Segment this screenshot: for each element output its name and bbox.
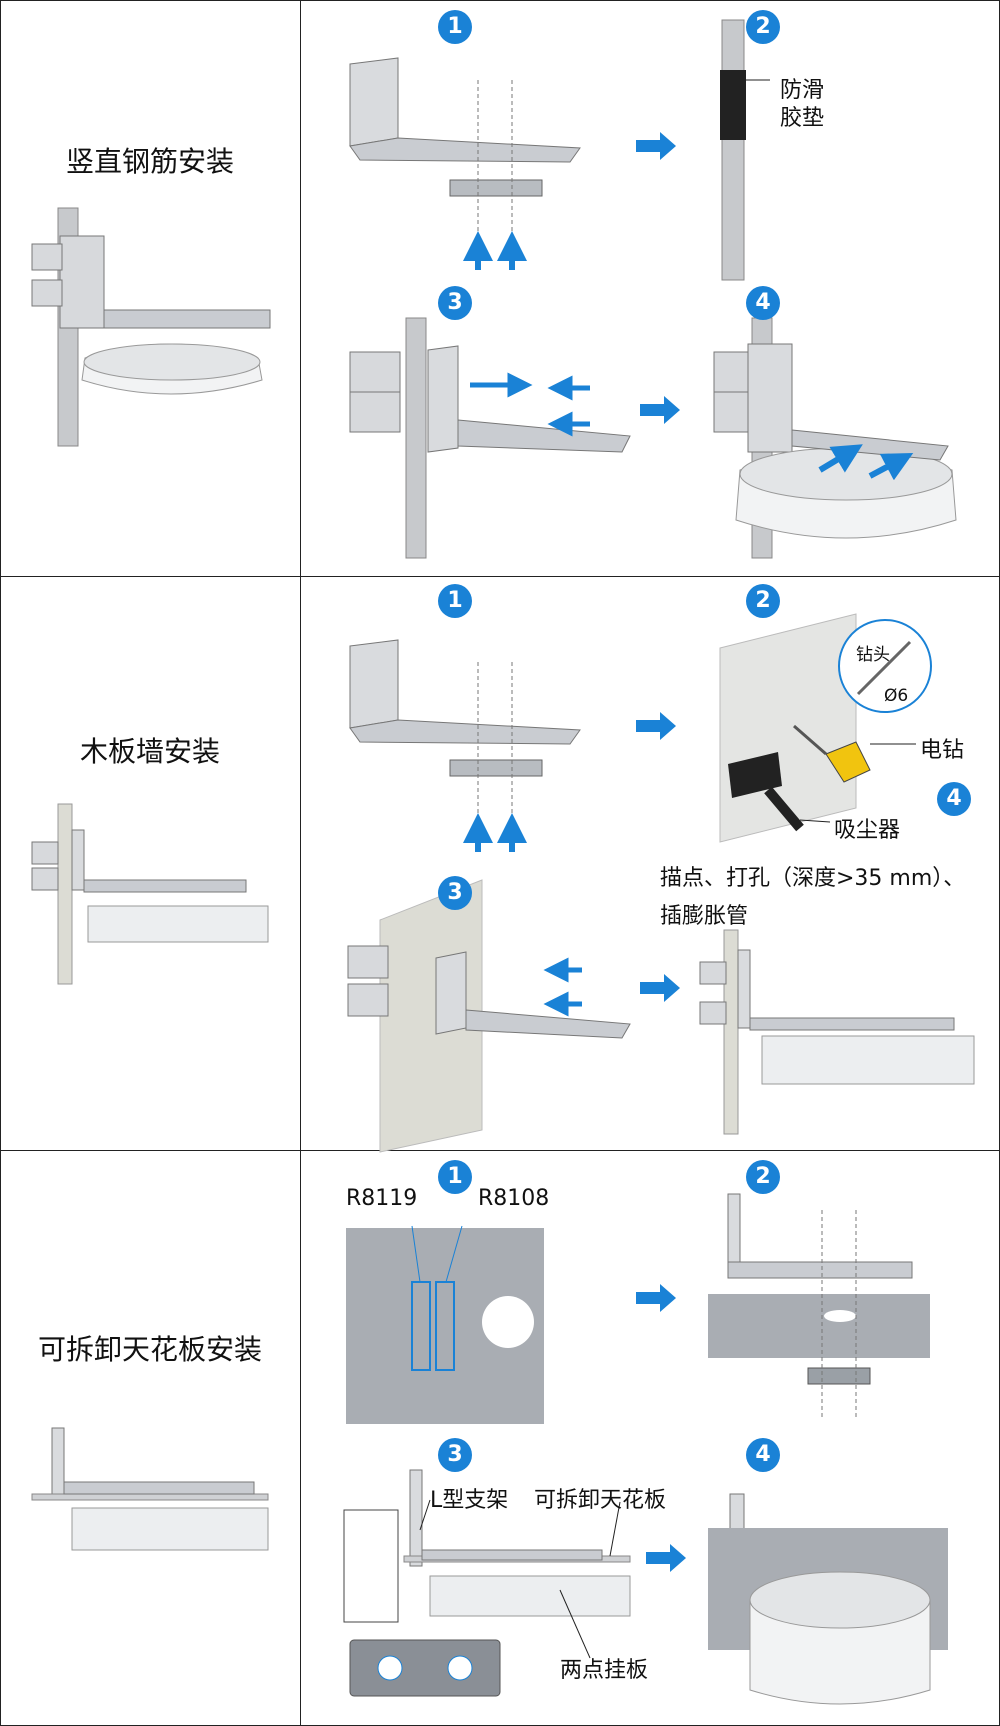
- step-badge-2: 2: [746, 1160, 780, 1194]
- section-title-wood-wall: 木板墙安装: [79, 735, 220, 768]
- ceiling-panel-template: [346, 1225, 544, 1424]
- label-drill-bit: 钻头: [856, 645, 890, 665]
- bracket-step1: [349, 639, 581, 852]
- section-title-removable-ceiling: 可拆卸天花板安装: [37, 1333, 262, 1366]
- assembled-step4: [713, 317, 957, 559]
- ceiling-assembled: [708, 1493, 948, 1705]
- ceiling-overview: [31, 1427, 269, 1551]
- step-badge-2: 2: [746, 10, 780, 44]
- step-badge-4: 4: [937, 782, 971, 816]
- arrow-right: [636, 712, 676, 740]
- arrow-right: [640, 974, 680, 1002]
- label-two-point-hanger: 两点挂板: [560, 1658, 649, 1683]
- label-model-r8108: R8108: [478, 1186, 550, 1211]
- arrow-right: [636, 1284, 676, 1312]
- label-model-r8119: R8119: [346, 1186, 418, 1211]
- step-badge-1: 1: [438, 10, 472, 44]
- label-anti-slip-pad-line1: 防滑: [780, 78, 825, 103]
- board-bracket-step3: [347, 879, 631, 1153]
- step-badge-3: 3: [438, 1438, 472, 1472]
- pole-with-pad: [720, 19, 770, 281]
- wood-wall-assembled: [699, 929, 975, 1135]
- ceiling-bracket-exploded: [708, 1193, 930, 1420]
- step-badge-3: 3: [438, 876, 472, 910]
- label-l-bracket: L型支架: [430, 1488, 509, 1513]
- label-removable-ceiling: 可拆卸天花板: [534, 1488, 667, 1513]
- wall-drilling: [719, 613, 932, 843]
- label-anti-slip-pad-line2: 胶垫: [780, 106, 825, 131]
- ceiling-step3: [343, 1469, 631, 1697]
- pole-mount-overview: [31, 207, 271, 447]
- label-electric-drill: 电钻: [920, 738, 965, 763]
- pole-bracket-step3: [349, 317, 631, 559]
- step-badge-4: 4: [746, 286, 780, 320]
- label-bit-diameter: Ø6: [884, 686, 909, 706]
- instruction-line2: 插膨胀管: [660, 904, 749, 929]
- arrow-right: [636, 132, 676, 160]
- section-divider: [0, 576, 1000, 577]
- arrow-right: [640, 396, 680, 424]
- section-title-vertical-pole: 竖直钢筋安装: [65, 145, 234, 178]
- wood-wall-overview: [31, 803, 269, 985]
- label-vacuum-cleaner: 吸尘器: [834, 818, 901, 843]
- step-badge-3: 3: [438, 286, 472, 320]
- section-divider: [0, 1150, 1000, 1151]
- bracket-step1: [349, 57, 581, 270]
- instruction-line1: 描点、打孔（深度>35 mm）、: [660, 866, 966, 891]
- step-badge-4: 4: [746, 1438, 780, 1472]
- arrow-right: [646, 1544, 686, 1572]
- step-badge-1: 1: [438, 584, 472, 618]
- step-badge-1: 1: [438, 1160, 472, 1194]
- step-badge-2: 2: [746, 584, 780, 618]
- column-divider: [300, 0, 301, 1726]
